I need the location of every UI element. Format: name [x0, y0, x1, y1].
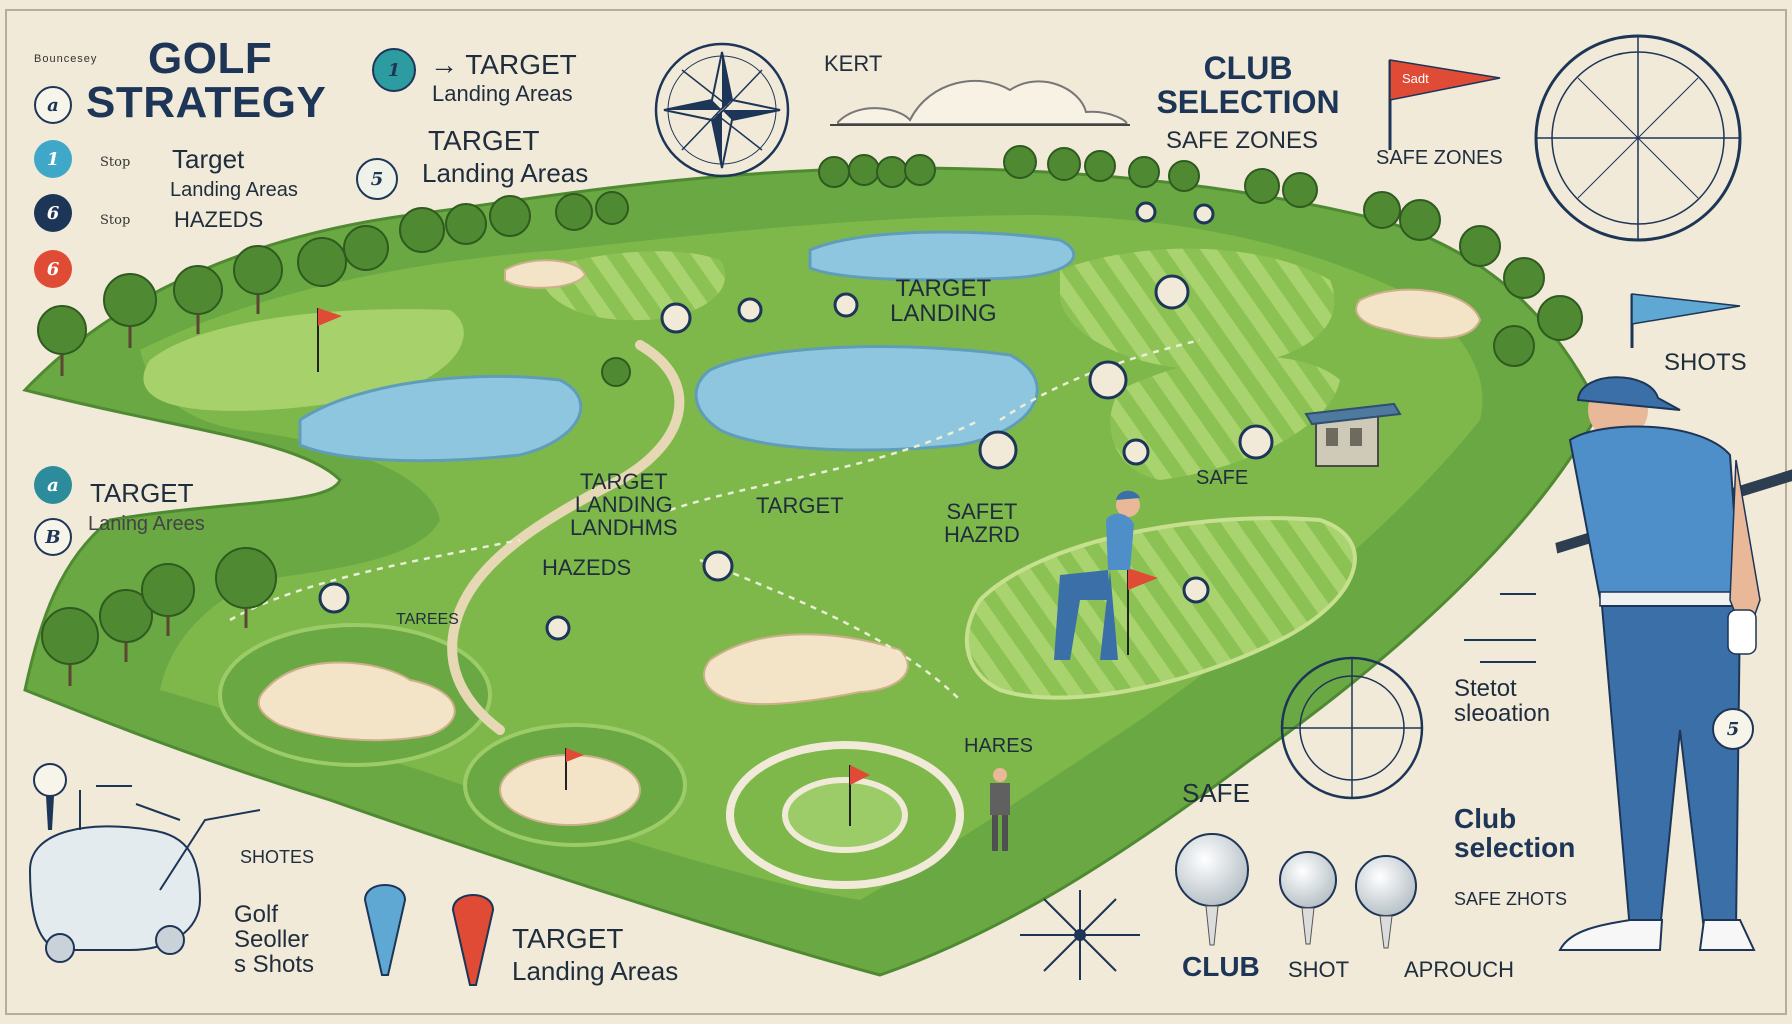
- course-caddie: [990, 768, 1010, 851]
- course-hazeds: HAZEDS: [542, 555, 632, 580]
- course-tarees: TAREES: [396, 611, 459, 628]
- water-hazard-left: [298, 374, 583, 463]
- legend-target-2: TARGET: [90, 478, 194, 508]
- water-hazard-top: [808, 230, 1076, 282]
- course-safet-hazrd: SAFET HAZRD: [944, 499, 1020, 548]
- legend-marker-6: B: [34, 518, 72, 556]
- colored-tees: [363, 884, 495, 986]
- pennant-flag-text: Sadt: [1402, 71, 1429, 86]
- tree-trunks: [60, 294, 260, 686]
- water-hazard-center: [694, 345, 1039, 452]
- striped-fairway-mid: [1110, 356, 1340, 480]
- bunker-left: [257, 661, 456, 742]
- target-scope-large: [1534, 34, 1742, 242]
- trees: [37, 145, 1583, 665]
- top-club-selection: CLUB SELECTION: [1156, 50, 1340, 120]
- cloud: [837, 79, 1128, 125]
- golf-balls: [1175, 833, 1417, 949]
- bottom-shot: SHOT: [1288, 957, 1350, 982]
- ball-on-tee-icon: [33, 763, 67, 830]
- bottom-aprouch: APROUCH: [1404, 957, 1515, 982]
- bottom-club-selection: Club selection: [1454, 803, 1576, 864]
- bottom-target: TARGET: [512, 923, 624, 954]
- compass-star-bottom: [1020, 890, 1140, 980]
- course-target-mid: TARGET: [756, 493, 844, 518]
- striped-fairway-right: [1060, 248, 1335, 371]
- legend-landing-1: Landing Areas: [170, 179, 298, 201]
- legend-target-1: Target: [172, 144, 245, 174]
- top-landing-b: Landing Areas: [422, 158, 589, 188]
- decorative-ticks: [79, 593, 1536, 830]
- legend-hazards-1: HAZEDS: [174, 207, 264, 232]
- course-markers: [318, 201, 1274, 641]
- course-shelter: [1304, 402, 1402, 467]
- top-shots: SHOTS: [1664, 349, 1747, 376]
- golfer-figure: [1555, 376, 1792, 951]
- legend-marker-3: 6: [34, 194, 72, 232]
- course-flags: [317, 308, 1158, 826]
- bottom-safe: SAFE: [1182, 778, 1250, 808]
- bunker-top: [504, 259, 587, 289]
- golf-cart: [28, 809, 261, 963]
- course-safe: SAFE: [1196, 467, 1249, 489]
- course-hares: HARES: [964, 735, 1033, 757]
- bottom-landing: Landing Areas: [512, 956, 679, 986]
- bottom-golf-block: Golf Seoller s Shots: [234, 901, 315, 979]
- legend-marker-1: a: [34, 86, 72, 124]
- page-title-line1: GOLF: [148, 34, 273, 83]
- cart-path: [447, 340, 685, 735]
- top-target-b: TARGET: [428, 125, 540, 156]
- legend-marker-7: 1: [372, 48, 416, 92]
- bunker-right: [1355, 288, 1482, 340]
- bunker-center: [703, 633, 909, 706]
- top-safe-zones-a: SAFE ZONES: [1166, 127, 1319, 154]
- frame-border: [5, 9, 1787, 1015]
- legend-marker-4: 6: [34, 250, 72, 288]
- title-tag: Bouncesey: [34, 53, 98, 65]
- legend-stop-2: Stop: [100, 213, 131, 228]
- page-title-line2: STRATEGY: [86, 78, 327, 127]
- bottom-shotes: SHOTES: [240, 847, 315, 867]
- course-target-landing: TARGET LANDING: [890, 275, 997, 328]
- legend-marker-5: a: [34, 466, 72, 504]
- top-target-a: → TARGET: [430, 49, 577, 80]
- pennant-flags: [1388, 59, 1741, 348]
- compass-rose: [654, 42, 790, 178]
- course-target-landing-landhms: TARGET LANDING LANDHMS: [570, 469, 678, 541]
- bottom-club: CLUB: [1182, 951, 1260, 982]
- top-safe-zones-b: SAFE ZONES: [1376, 147, 1503, 169]
- legend-landing-2: Laning Arees: [88, 513, 205, 535]
- target-scope-small: [1280, 656, 1424, 800]
- target-green-inner: [782, 777, 908, 853]
- legend-marker-9: 5: [1712, 708, 1754, 750]
- top-landing-a: Landing Areas: [432, 81, 573, 106]
- bunker-bottom: [499, 754, 641, 826]
- bottom-shot-selection: Stetot sleoation: [1454, 675, 1551, 728]
- putting-green-left: [143, 309, 464, 411]
- bottom-safe-shots: SAFE ZHOTS: [1454, 889, 1568, 909]
- course-golfer: [1054, 490, 1140, 660]
- legend-marker-2: 1: [34, 140, 72, 178]
- legend-stop-1: Stop: [100, 155, 131, 170]
- legend-marker-8: 5: [356, 158, 398, 200]
- compass-kert-label: KERT: [824, 51, 883, 76]
